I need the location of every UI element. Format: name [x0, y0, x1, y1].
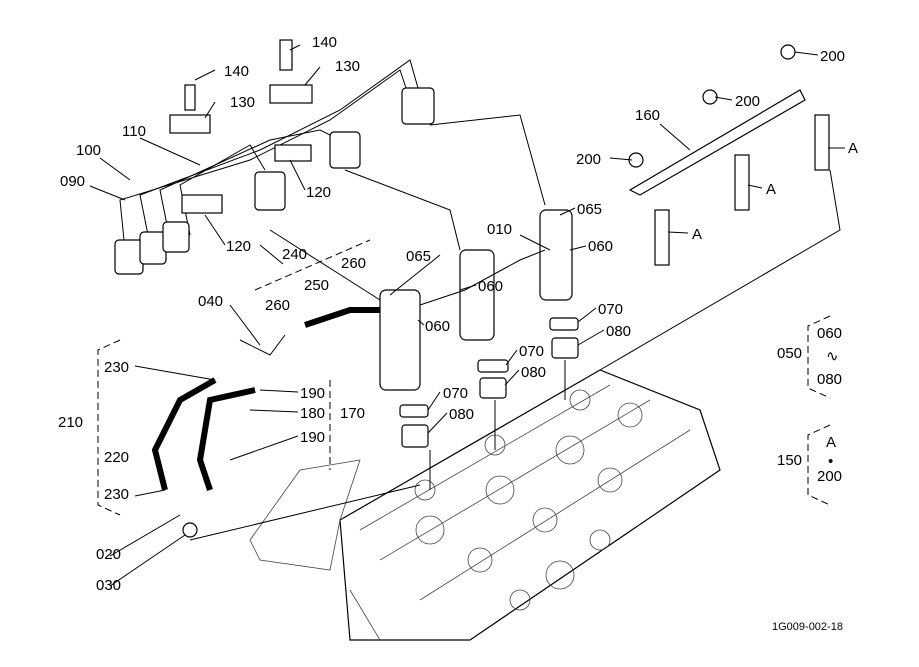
label-065: 065: [406, 248, 431, 265]
label-190: 190: [300, 385, 325, 402]
pipe-end-fittings: [114, 87, 435, 275]
label-200: 200: [820, 48, 845, 65]
label-130: 130: [335, 58, 360, 75]
label-230: 230: [104, 486, 129, 503]
label-060: 060: [588, 238, 613, 255]
label-220: 220: [104, 449, 129, 466]
glow-plugs: [628, 44, 830, 266]
label-240: 240: [282, 246, 307, 263]
label-065: 065: [577, 201, 602, 218]
label-090: 090: [60, 173, 85, 190]
label-a: A: [692, 226, 702, 243]
label-140: 140: [312, 34, 337, 51]
label-080: 080: [606, 323, 631, 340]
label-140: 140: [224, 63, 249, 80]
label-070: 070: [519, 343, 544, 360]
label-200: 200: [735, 93, 760, 110]
figure-code: 1G009-002-18: [772, 621, 843, 633]
range-symbol: ∿: [826, 348, 839, 365]
leak-off-hoses: [151, 307, 380, 538]
label-030: 030: [96, 577, 121, 594]
label-120: 120: [226, 238, 251, 255]
label-080: 080: [817, 371, 842, 388]
label-100: 100: [76, 142, 101, 159]
label-250: 250: [304, 277, 329, 294]
label-060: 060: [425, 318, 450, 335]
label-230: 230: [104, 359, 129, 376]
label-070: 070: [443, 385, 468, 402]
label-060: 060: [478, 278, 503, 295]
label-260: 260: [341, 255, 366, 272]
label-a: A: [848, 140, 858, 157]
label-070: 070: [598, 301, 623, 318]
label-010: 010: [487, 221, 512, 238]
label-260: 260: [265, 297, 290, 314]
label-050: 050: [777, 345, 802, 362]
label-a: A: [826, 434, 836, 451]
label-020: 020: [96, 546, 121, 563]
label-210: 210: [58, 414, 83, 431]
label-080: 080: [449, 406, 474, 423]
label-180: 180: [300, 405, 325, 422]
bracket-lines: [97, 239, 831, 516]
label-060: 060: [817, 325, 842, 342]
label-040: 040: [198, 293, 223, 310]
label-200: 200: [817, 468, 842, 485]
label-120: 120: [306, 184, 331, 201]
label-160: 160: [635, 107, 660, 124]
label-080: 080: [521, 364, 546, 381]
part-labels: 140 140 130 130 200 200 200 160 A A A 11…: [58, 34, 858, 633]
bullet-symbol: •: [828, 453, 833, 470]
label-190: 190: [300, 429, 325, 446]
label-a: A: [766, 181, 776, 198]
label-170: 170: [340, 405, 365, 422]
label-130: 130: [230, 94, 255, 111]
label-110: 110: [122, 123, 146, 140]
label-200: 200: [576, 151, 601, 168]
leader-lines: [89, 44, 845, 587]
label-150: 150: [777, 452, 802, 469]
injection-nozzles: [379, 209, 579, 448]
pipe-clamps: [169, 39, 313, 214]
